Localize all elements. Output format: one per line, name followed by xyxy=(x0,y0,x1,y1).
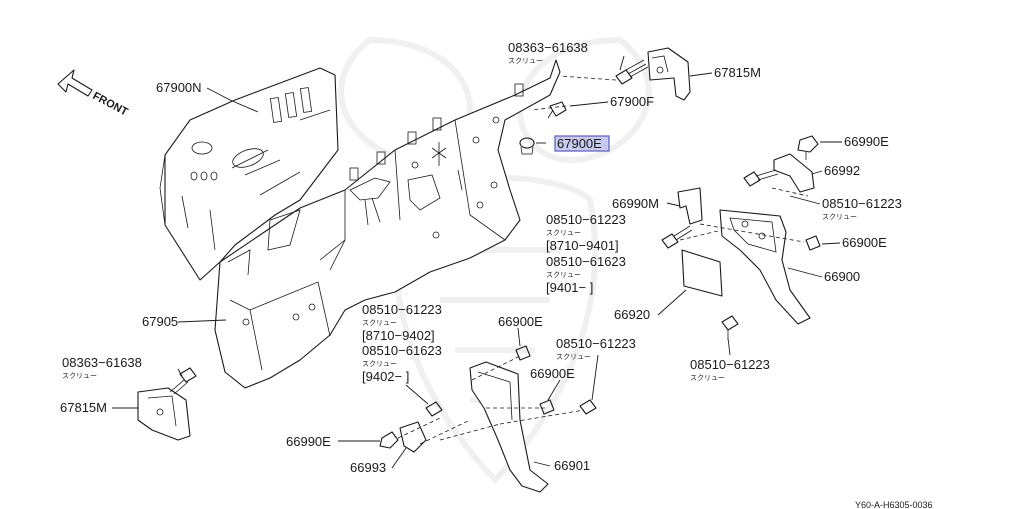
bracket-66990M xyxy=(677,187,703,225)
label-67815M-lower: 67815M xyxy=(60,400,107,415)
sublabel-08510-right: スクリュー xyxy=(822,213,857,221)
part-labels: 67900N 08363−61638 スクリュー 67815M 67900F 6… xyxy=(60,40,902,475)
bracket-66993 xyxy=(399,421,427,453)
label-08510-61623-lower: 08510−61623 xyxy=(362,343,442,358)
label-66990E-lower: 66990E xyxy=(286,434,331,449)
label-66990M: 66990M xyxy=(612,196,659,211)
sublabel-08363-upper: スクリュー xyxy=(508,57,543,65)
assembly-lines-lower xyxy=(439,355,585,441)
bracket-66900 xyxy=(719,209,811,325)
range-08510-mid: [8710−9401] xyxy=(546,238,619,253)
screw-08510-lower-left xyxy=(425,401,443,417)
clip-66990E-lower xyxy=(379,431,399,449)
range-08510-61623-lower: [9402− ] xyxy=(362,369,409,384)
assembly-lines-right xyxy=(679,187,809,243)
bracket-66901 xyxy=(469,361,549,493)
clip-67900E xyxy=(519,137,535,155)
sublabel-08363-lower: スクリュー xyxy=(62,372,97,380)
label-08510-61623-mid: 08510−61623 xyxy=(546,254,626,269)
label-08510-lower-right: 08510−61223 xyxy=(690,357,770,372)
clip-67900F xyxy=(547,101,567,119)
assembly-lines-top xyxy=(531,75,617,111)
label-08363-lower: 08363−61638 xyxy=(62,355,142,370)
fastener-66990E-right xyxy=(797,135,819,160)
label-08510-right: 08510−61223 xyxy=(822,196,902,211)
label-66901: 66901 xyxy=(554,458,590,473)
label-66992: 66992 xyxy=(824,163,860,178)
sublabel-08510-bottom: スクリュー xyxy=(556,353,591,361)
fastener-66900E-right xyxy=(805,235,821,251)
label-67900F: 67900F xyxy=(610,94,654,109)
label-67815M-upper: 67815M xyxy=(714,65,761,80)
label-08363-upper: 08363−61638 xyxy=(508,40,588,55)
screw-08510-bottom xyxy=(579,399,597,415)
leader-lines xyxy=(112,55,842,469)
label-66900E-right: 66900E xyxy=(842,235,887,250)
sublabel-08510-lower-right: スクリュー xyxy=(690,374,725,382)
sublabel-08510-lower-left: スクリュー xyxy=(362,319,397,327)
screw-08363-upper xyxy=(615,59,649,85)
bracket-67815M-upper xyxy=(647,47,691,101)
label-67900E: 67900E xyxy=(557,136,602,151)
plate-66992 xyxy=(773,153,815,193)
screw-08510-lower-right xyxy=(721,315,739,340)
screw-08510-right xyxy=(743,169,779,187)
insulator-67900N xyxy=(159,67,339,281)
label-67905: 67905 xyxy=(142,314,178,329)
label-08510-bottom: 08510−61223 xyxy=(556,336,636,351)
range-08510-61623-mid: [9401− ] xyxy=(546,280,593,295)
range-08510-lower-left: [8710−9402] xyxy=(362,328,435,343)
sublabel-08510-61623-mid: スクリュー xyxy=(546,271,581,279)
screw-08510-mid xyxy=(661,225,693,249)
bracket-67815M-lower xyxy=(137,387,191,441)
plate-66920 xyxy=(681,249,723,297)
label-66920: 66920 xyxy=(614,307,650,322)
sublabel-08510-mid: スクリュー xyxy=(546,229,581,237)
label-66990E-right: 66990E xyxy=(844,134,889,149)
label-66900E-mid: 66900E xyxy=(530,366,575,381)
fastener-66900E-mid xyxy=(539,399,555,415)
label-66993: 66993 xyxy=(350,460,386,475)
reference-code: Y60-A-H6305-0036 xyxy=(855,500,933,509)
screw-08363-lower xyxy=(169,367,197,395)
label-08510-mid: 08510−61223 xyxy=(546,212,626,227)
label-66900E-top: 66900E xyxy=(498,314,543,329)
assembly-lines-left xyxy=(397,417,471,445)
label-66900: 66900 xyxy=(824,269,860,284)
label-08510-lower-left: 08510−61223 xyxy=(362,302,442,317)
sublabel-08510-61623-lower: スクリュー xyxy=(362,360,397,368)
label-67900N: 67900N xyxy=(156,80,202,95)
dash-panel xyxy=(214,59,561,389)
front-arrow: FRONT xyxy=(57,69,130,119)
front-label: FRONT xyxy=(91,90,130,119)
highlight-67900E xyxy=(554,135,610,152)
